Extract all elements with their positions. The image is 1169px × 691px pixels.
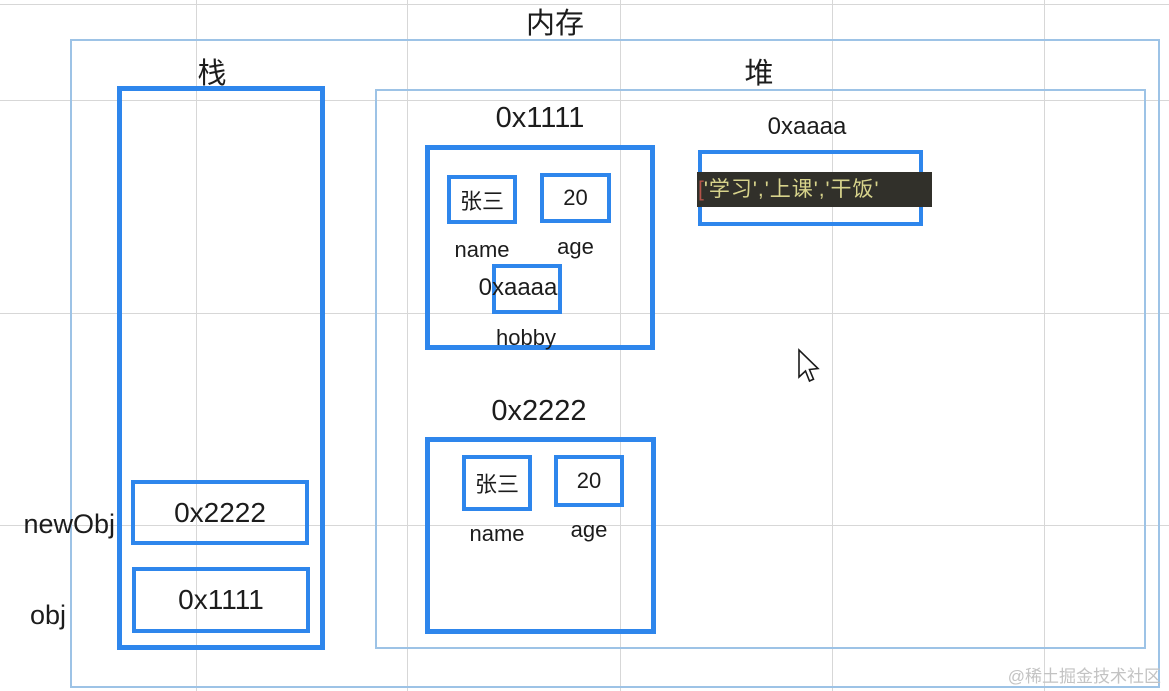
gridline-horizontal <box>0 313 1169 314</box>
memory-title: 内存 <box>525 8 584 40</box>
stack-box <box>117 86 325 650</box>
gridline-vertical <box>407 0 408 691</box>
stack-var-obj: obj <box>29 600 66 630</box>
heap-object2-age-value: 20 <box>576 468 602 493</box>
stack-slot-newobj: 0x2222 <box>131 480 309 545</box>
heap-object2-address: 0x2222 <box>491 395 587 427</box>
gridline-horizontal <box>0 4 1169 5</box>
heap-object2-age-label: age <box>570 517 608 542</box>
stack-slot-obj: 0x1111 <box>132 567 310 633</box>
gridline-vertical <box>1044 0 1045 691</box>
heap-object1-name-value: 张三 <box>459 188 504 214</box>
gridline-vertical <box>196 0 197 691</box>
heap-object1-hobby-box <box>492 264 562 314</box>
heap-array-address: 0xaaaa <box>767 113 847 140</box>
heap-object1-hobby-label: hobby <box>496 325 556 350</box>
memory-outer-box <box>70 39 1160 688</box>
heap-array-strip: [ '学习','上课','干饭' <box>697 172 932 207</box>
heap-object2-age-box: 20 <box>554 455 624 507</box>
heap-object1-age-label: age <box>557 234 594 259</box>
heap-object2-name-value: 张三 <box>474 472 519 497</box>
heap-object2-name-label: name <box>469 521 525 546</box>
heap-object1-name-label: name <box>454 237 510 262</box>
stack-var-newobj: newObj <box>23 509 115 539</box>
heap-label: 堆 <box>744 58 774 90</box>
stack-label: 栈 <box>197 58 227 90</box>
array-items-text: '学习','上课','干饭' <box>703 178 880 201</box>
stack-slot-newobj-address: 0x2222 <box>174 496 266 528</box>
heap-box <box>375 89 1146 649</box>
gridline-horizontal <box>0 100 1169 101</box>
gridline-vertical <box>832 0 833 691</box>
heap-object2-box <box>425 437 656 634</box>
heap-object2-name-box: 张三 <box>462 455 532 511</box>
heap-object1-hobby-value: 0xaaaa <box>478 274 558 301</box>
stack-slot-obj-address: 0x1111 <box>178 584 264 615</box>
heap-object1-address: 0x1111 <box>495 102 585 134</box>
heap-object1-age-value: 20 <box>563 185 588 210</box>
mouse-cursor-icon <box>796 348 822 391</box>
heap-object1-age-box: 20 <box>540 173 611 223</box>
heap-object1-box <box>425 145 655 350</box>
watermark: @稀土掘金技术社区 <box>1007 667 1161 686</box>
array-bracket: [ <box>698 178 704 201</box>
heap-object1-name-box: 张三 <box>447 175 517 224</box>
gridline-horizontal <box>0 525 1169 526</box>
